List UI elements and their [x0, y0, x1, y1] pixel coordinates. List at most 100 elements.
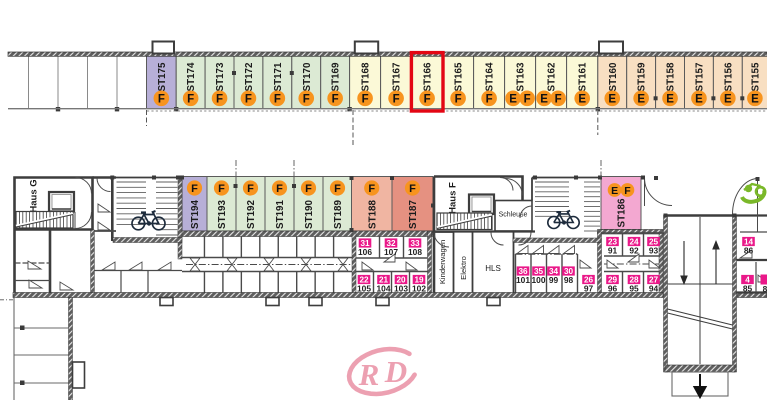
svg-text:ST172: ST172 [244, 62, 255, 91]
svg-text:96: 96 [608, 284, 618, 294]
svg-text:F: F [305, 183, 312, 195]
svg-text:100: 100 [532, 275, 546, 285]
svg-text:ST162: ST162 [547, 62, 558, 91]
svg-text:R: R [358, 357, 380, 392]
svg-text:ST190: ST190 [304, 200, 315, 229]
svg-text:ST186: ST186 [617, 198, 628, 227]
svg-text:F: F [247, 183, 254, 195]
svg-text:ST189: ST189 [333, 200, 344, 229]
svg-text:F: F [486, 93, 493, 105]
svg-text:95: 95 [629, 284, 639, 294]
svg-text:21: 21 [379, 276, 389, 285]
svg-text:Schleuse: Schleuse [499, 212, 528, 219]
svg-text:F: F [303, 93, 310, 105]
svg-text:F: F [191, 183, 198, 195]
svg-text:34: 34 [549, 267, 559, 276]
svg-text:E: E [637, 93, 645, 105]
svg-text:F: F [276, 183, 283, 195]
svg-text:ST167: ST167 [392, 62, 403, 91]
svg-text:E: E [578, 93, 586, 105]
svg-text:ST173: ST173 [215, 62, 226, 91]
svg-text:E: E [608, 93, 616, 105]
svg-text:30: 30 [564, 267, 574, 276]
svg-text:E: E [611, 185, 618, 197]
svg-text:ST164: ST164 [485, 62, 496, 91]
svg-text:28: 28 [629, 276, 639, 285]
svg-text:ST169: ST169 [331, 62, 342, 91]
svg-text:F: F [624, 185, 631, 197]
svg-text:104: 104 [377, 284, 391, 294]
svg-text:E: E [666, 93, 674, 105]
svg-text:F: F [555, 93, 562, 105]
svg-text:35: 35 [534, 267, 544, 276]
svg-text:F: F [362, 93, 369, 105]
svg-text:ST159: ST159 [637, 62, 648, 91]
svg-text:F: F [455, 93, 462, 105]
svg-text:F: F [393, 93, 400, 105]
svg-text:103: 103 [394, 284, 408, 294]
svg-text:92: 92 [629, 246, 639, 256]
svg-text:ST160: ST160 [608, 62, 619, 91]
svg-text:Kinderwagen: Kinderwagen [438, 240, 447, 284]
svg-text:ST191: ST191 [275, 200, 286, 229]
svg-text:Elektro: Elektro [459, 256, 468, 280]
svg-text:F: F [216, 93, 223, 105]
svg-text:F: F [218, 183, 225, 195]
svg-text:F: F [409, 183, 416, 195]
svg-text:F: F [334, 183, 341, 195]
svg-text:108: 108 [408, 247, 422, 257]
svg-text:ST192: ST192 [246, 200, 257, 229]
svg-text:E: E [751, 93, 759, 105]
svg-text:F: F [187, 93, 194, 105]
svg-text:HLS: HLS [485, 264, 501, 273]
svg-text:102: 102 [412, 284, 426, 294]
svg-text:ST193: ST193 [217, 200, 228, 229]
svg-text:36: 36 [518, 267, 528, 276]
svg-text:E: E [540, 93, 548, 105]
svg-text:29: 29 [608, 276, 618, 285]
svg-text:85: 85 [743, 284, 753, 294]
svg-text:97: 97 [584, 284, 594, 294]
svg-text:24: 24 [629, 238, 639, 247]
svg-text:20: 20 [396, 276, 406, 285]
svg-text:ST161: ST161 [578, 62, 589, 91]
svg-text:F: F [368, 183, 375, 195]
svg-text:106: 106 [358, 247, 372, 257]
svg-text:F: F [274, 93, 281, 105]
svg-text:ST175: ST175 [157, 62, 168, 91]
svg-text:22: 22 [359, 276, 369, 285]
svg-text:D: D [384, 354, 407, 389]
svg-text:105: 105 [357, 284, 371, 294]
svg-text:E: E [695, 93, 703, 105]
svg-text:ST155: ST155 [750, 62, 761, 91]
svg-text:25: 25 [649, 238, 659, 247]
svg-text:4: 4 [745, 276, 750, 285]
svg-text:E: E [509, 93, 517, 105]
svg-text:ST156: ST156 [723, 62, 734, 91]
svg-text:93: 93 [649, 246, 659, 256]
svg-text:14: 14 [744, 238, 754, 247]
svg-text:107: 107 [384, 247, 398, 257]
svg-text:ST166: ST166 [423, 62, 434, 91]
svg-text:99: 99 [549, 275, 559, 285]
svg-text:F: F [424, 93, 431, 105]
svg-text:ST157: ST157 [694, 62, 705, 91]
svg-text:F: F [245, 93, 252, 105]
svg-text:ST171: ST171 [273, 62, 284, 91]
svg-text:ST168: ST168 [361, 62, 372, 91]
svg-text:ST158: ST158 [666, 62, 677, 91]
svg-text:E: E [724, 93, 732, 105]
svg-text:8: 8 [763, 284, 767, 294]
svg-text:F: F [158, 93, 165, 105]
svg-text:Haus F: Haus F [447, 182, 458, 214]
svg-text:33: 33 [410, 239, 420, 248]
svg-text:Haus G: Haus G [28, 179, 39, 212]
svg-text:ST194: ST194 [190, 200, 201, 229]
svg-text:26: 26 [584, 276, 594, 285]
svg-text:ST187: ST187 [408, 200, 419, 229]
svg-text:86: 86 [744, 246, 754, 256]
svg-text:32: 32 [386, 239, 396, 248]
svg-text:ST165: ST165 [454, 62, 465, 91]
svg-text:ST188: ST188 [367, 200, 378, 229]
svg-text:94: 94 [649, 284, 659, 294]
